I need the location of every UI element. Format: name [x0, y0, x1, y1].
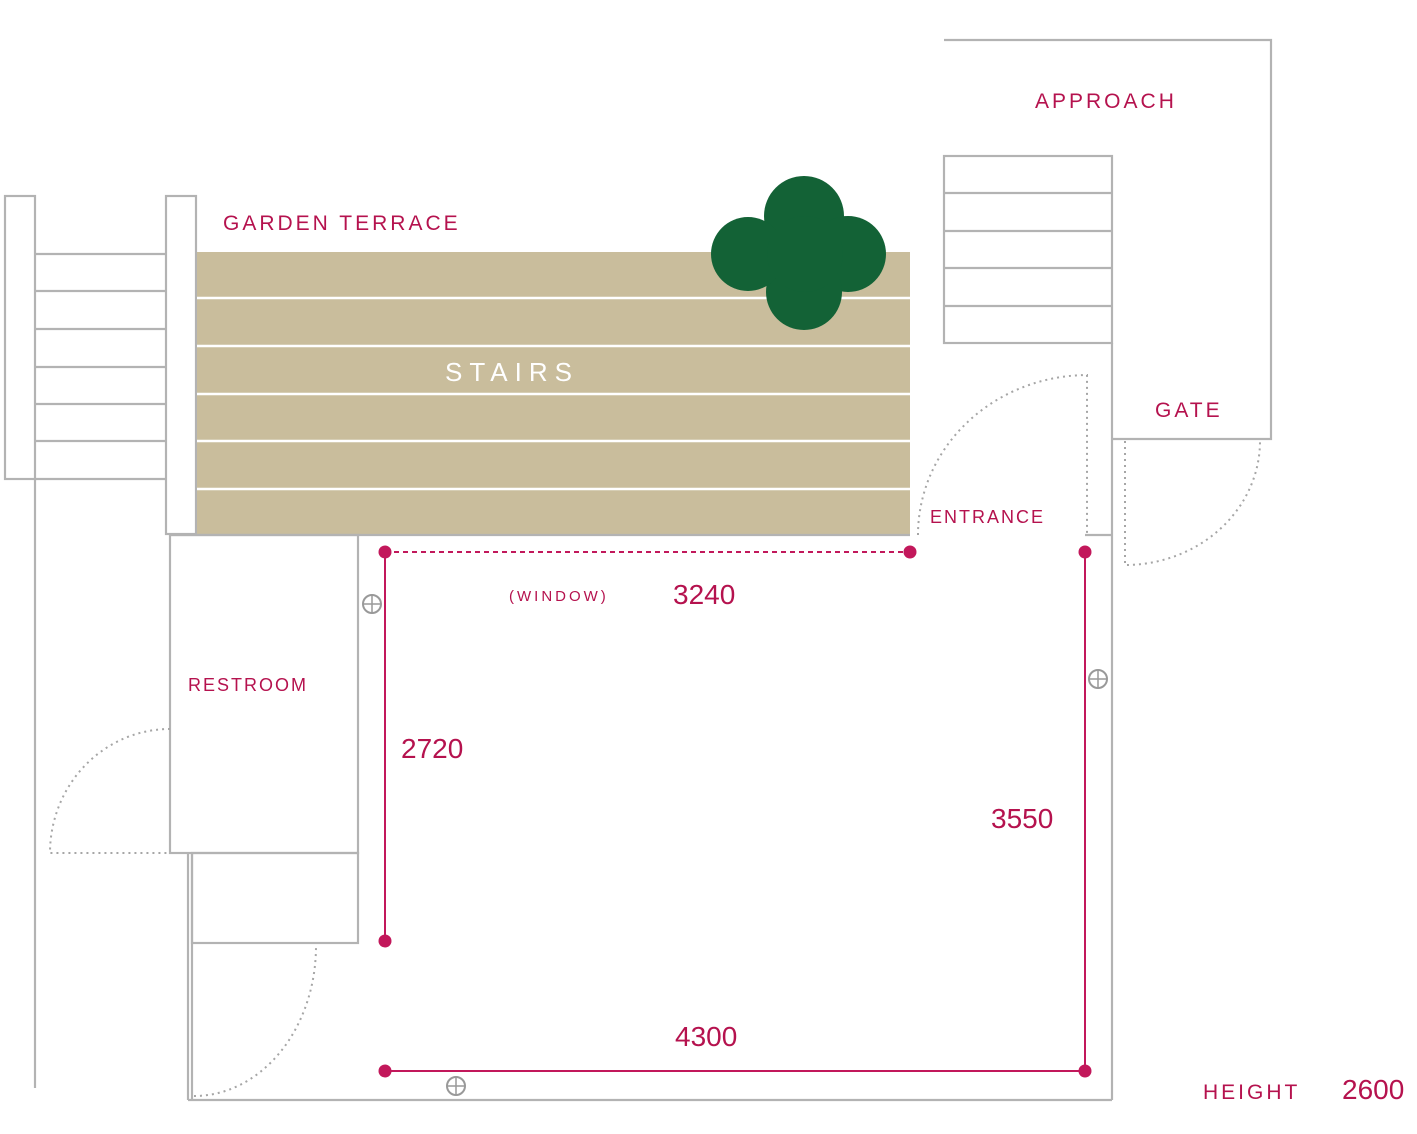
- garden-terrace-label: GARDEN TERRACE: [223, 212, 461, 235]
- gate-label: GATE: [1155, 399, 1223, 422]
- left-stair-block: [3, 194, 198, 1088]
- left-wall-value: 2720: [401, 733, 463, 764]
- window-label: (WINDOW): [509, 588, 609, 605]
- dimension-left-wall: [378, 552, 392, 948]
- restroom: [168, 533, 360, 945]
- restroom-sink-counter: [190, 851, 360, 945]
- approach-label: APPROACH: [1035, 90, 1177, 113]
- left-stair-post: [164, 194, 198, 536]
- gate-door-swing: [1124, 440, 1261, 567]
- right-wall-value: 3550: [991, 803, 1053, 834]
- approach-area: [942, 38, 1273, 1100]
- dimension-bottom-wall: [378, 1064, 1085, 1078]
- main-room: [170, 533, 1112, 1102]
- bottom-wall-value: 4300: [675, 1021, 737, 1052]
- outlet-icon: [446, 1076, 466, 1096]
- tree-icon: [711, 176, 886, 330]
- bottom-door-swing: [193, 945, 317, 1097]
- dimension-right-wall: [1078, 545, 1092, 1078]
- outlet-icon: [362, 594, 382, 614]
- window-width-value: 3240: [673, 579, 735, 610]
- dimension-window: [378, 545, 917, 559]
- outlet-icon: [1088, 669, 1108, 689]
- height-label: HEIGHT: [1203, 1081, 1300, 1104]
- entrance-label: ENTRANCE: [930, 507, 1045, 527]
- height-value: 2600: [1342, 1074, 1404, 1105]
- restroom-door-swing: [48, 728, 171, 854]
- entrance-door-swing: [917, 373, 1088, 536]
- left-stair-rail: [3, 194, 37, 481]
- approach-steps: [942, 154, 1114, 345]
- approach-outer-wall: [944, 38, 1273, 441]
- restroom-label: RESTROOM: [188, 675, 308, 695]
- stairs-label: STAIRS: [445, 357, 579, 387]
